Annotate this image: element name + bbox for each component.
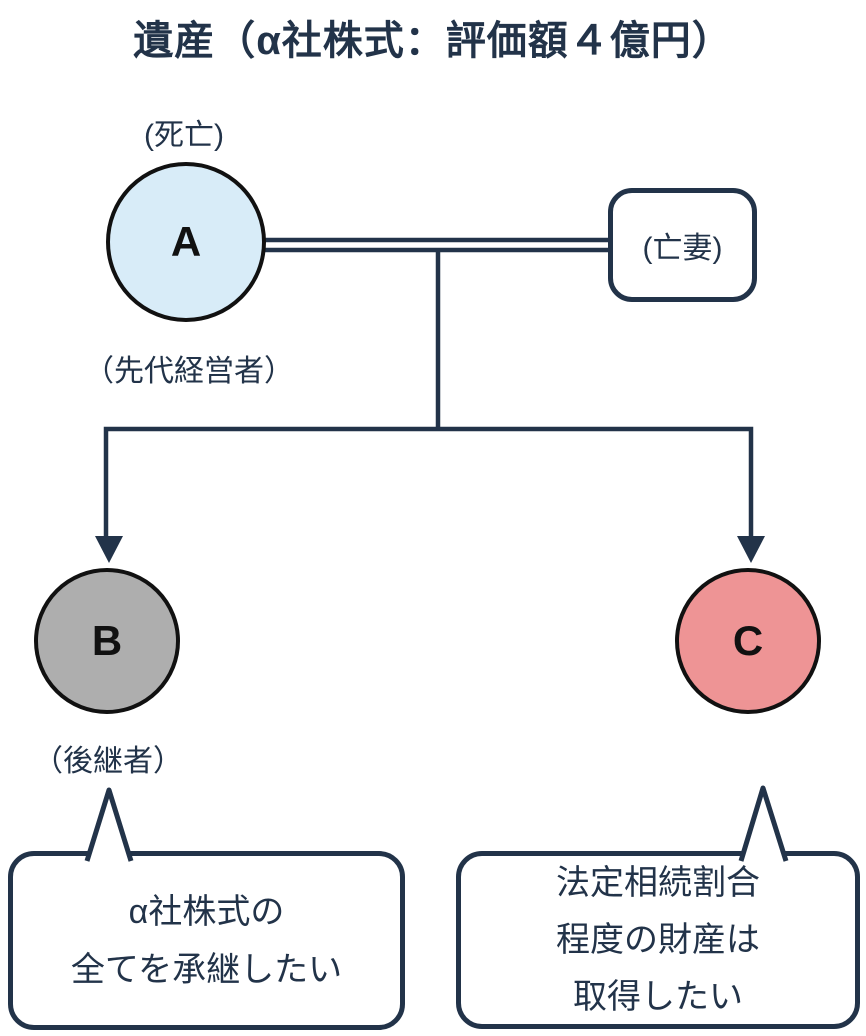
node-a-role-label: （先代経営者） (84, 355, 294, 388)
arrowhead-to-b (95, 536, 123, 563)
node-a-letter: A (170, 218, 202, 265)
deceased-wife-box: (亡妻) (608, 188, 757, 302)
node-b-circle: B (34, 568, 180, 714)
speech-bubble-c-line-2: 程度の財産は (556, 920, 760, 959)
node-c-letter: C (732, 617, 764, 664)
speech-bubble-c-line-3: 取得したい (573, 977, 743, 1016)
speech-bubble-c-line-1: 法定相続割合 (556, 863, 760, 902)
node-a-circle: A (106, 162, 266, 322)
speech-bubble-b: α社株式の 全てを承継したい (8, 851, 405, 1030)
node-a-status-label: (死亡) (144, 119, 224, 152)
deceased-wife-label: (亡妻) (642, 232, 723, 265)
speech-bubble-b-line-2: 全てを承継したい (70, 950, 343, 989)
speech-bubble-b-tail-path (84, 787, 134, 862)
speech-bubble-c-tail-path (738, 785, 789, 862)
node-b-letter: B (91, 617, 123, 664)
arrowhead-to-c (737, 536, 765, 563)
speech-bubble-b-line-1: α社株式の (128, 892, 285, 931)
speech-bubble-c: 法定相続割合 程度の財産は 取得したい (456, 851, 860, 1029)
node-b-role-label: （後継者） (33, 745, 183, 778)
node-c-circle: C (675, 568, 821, 714)
speech-bubble-b-tail (84, 787, 134, 862)
diagram-title: 遺産（α社株式：評価額４億円） (133, 19, 733, 63)
children-bracket-line (103, 426, 754, 541)
speech-bubble-c-tail (738, 785, 789, 862)
